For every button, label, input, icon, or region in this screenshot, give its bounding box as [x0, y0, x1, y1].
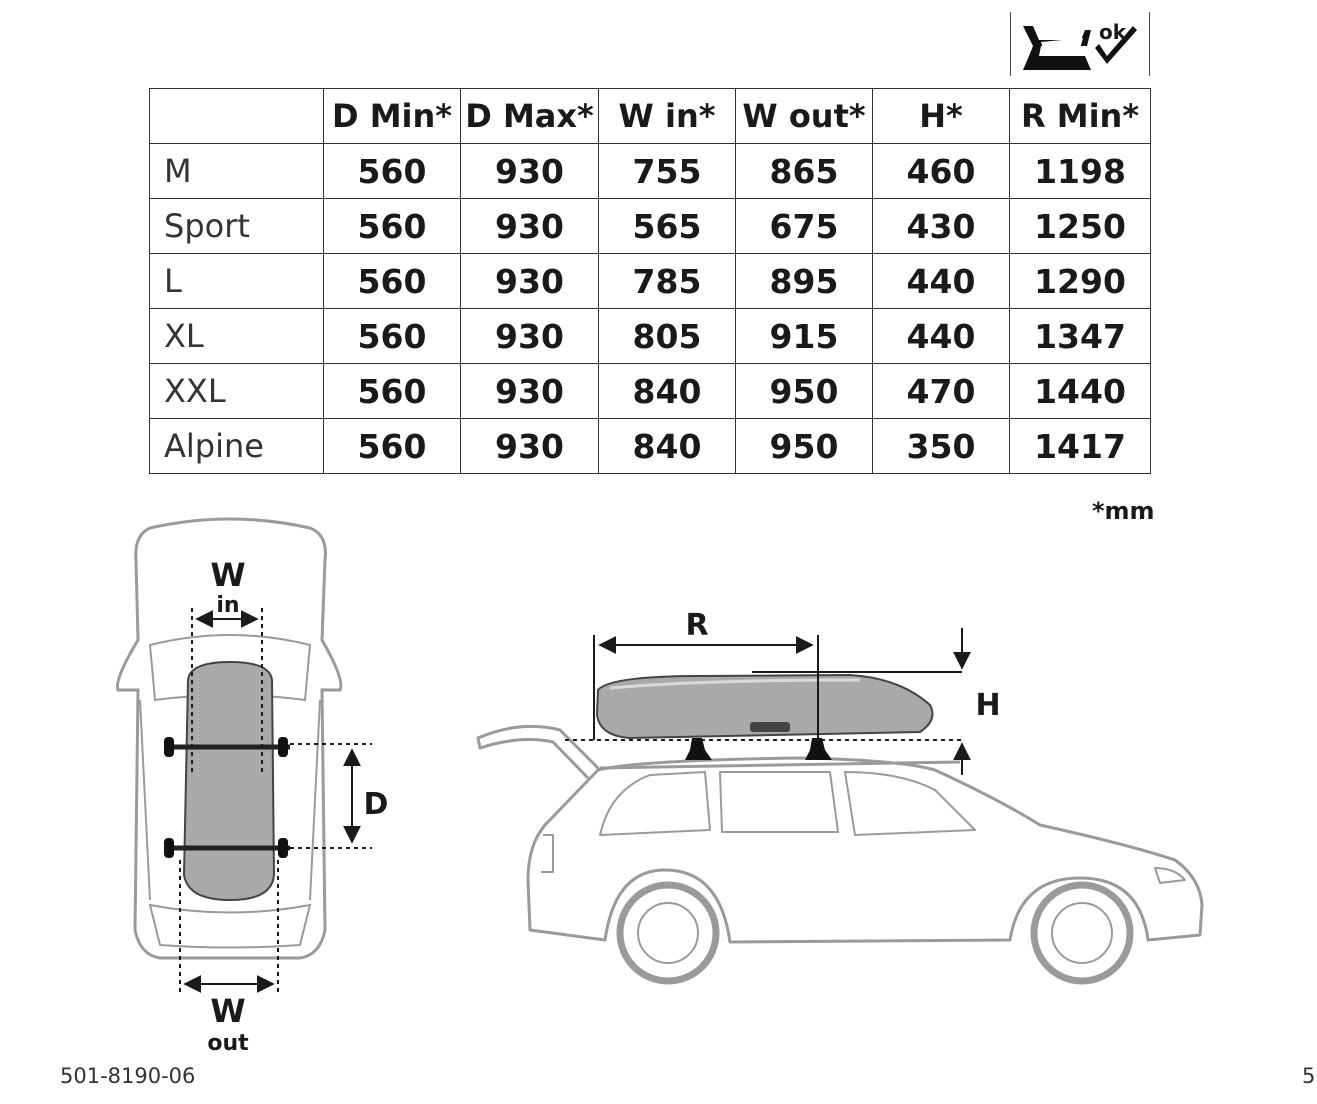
- w-out-sub: out: [207, 1031, 249, 1056]
- table-cell: 470: [872, 363, 1010, 419]
- roof-box-top-view: [164, 660, 290, 902]
- table-cell: 440: [872, 253, 1010, 309]
- table-cell: 1440: [1009, 363, 1151, 419]
- row-label: Alpine: [149, 418, 324, 474]
- table-cell: 565: [598, 198, 736, 254]
- document-number: 501-8190-06: [60, 1064, 196, 1088]
- table-cell: 930: [460, 363, 599, 419]
- table-cell: 675: [735, 198, 873, 254]
- header-cell: R Min*: [1009, 88, 1151, 144]
- header-cell: H*: [872, 88, 1010, 144]
- table-cell: 1198: [1009, 143, 1151, 199]
- table-cell: 1290: [1009, 253, 1151, 309]
- table-cell: 805: [598, 308, 736, 364]
- row-label: XXL: [149, 363, 324, 419]
- roof-box-side-view: [595, 673, 934, 760]
- header-cell: W in*: [598, 88, 736, 144]
- table-cell: 755: [598, 143, 736, 199]
- table-row: Alpine 560 930 840 950 350 1417: [149, 418, 1151, 474]
- row-label: L: [149, 253, 324, 309]
- table-cell: 865: [735, 143, 873, 199]
- r-label: R: [685, 608, 708, 643]
- table-cell: 1250: [1009, 198, 1151, 254]
- table-header-row: D Min* D Max* W in* W out* H* R Min*: [149, 88, 1151, 144]
- dimension-diagrams: W in W out D R H: [115, 517, 1204, 1056]
- h-label: H: [975, 688, 1000, 723]
- table-cell: 915: [735, 308, 873, 364]
- table-cell: 560: [323, 198, 461, 254]
- table-cell: 930: [460, 418, 599, 474]
- table-row: XXL 560 930 840 950 470 1440: [149, 363, 1151, 419]
- table-cell: 950: [735, 363, 873, 419]
- table-cell: 840: [598, 418, 736, 474]
- d-label: D: [364, 787, 389, 822]
- table-cell: 1417: [1009, 418, 1151, 474]
- header-cell: [149, 88, 324, 144]
- table-row: M 560 930 755 865 460 1198: [149, 143, 1151, 199]
- table-cell: 930: [460, 253, 599, 309]
- table-cell: 785: [598, 253, 736, 309]
- table-cell: 560: [323, 253, 461, 309]
- header-cell: D Max*: [460, 88, 599, 144]
- header-cell: W out*: [735, 88, 873, 144]
- table-row: XL 560 930 805 915 440 1347: [149, 308, 1151, 364]
- row-label: XL: [149, 308, 324, 364]
- table-cell: 560: [323, 418, 461, 474]
- header-cell: D Min*: [323, 88, 461, 144]
- fit-ok-badge: ok: [1010, 12, 1150, 76]
- row-label: M: [149, 143, 324, 199]
- table-cell: 560: [323, 143, 461, 199]
- w-in-sub: in: [216, 593, 239, 618]
- table-cell: 460: [872, 143, 1010, 199]
- table-cell: 930: [460, 143, 599, 199]
- top-view-dimension-lines: [179, 608, 372, 993]
- table-cell: 840: [598, 363, 736, 419]
- side-view-dimension-lines: [565, 628, 971, 775]
- w-in-letter: W: [210, 556, 245, 594]
- table-cell: 895: [735, 253, 873, 309]
- table-cell: 1347: [1009, 308, 1151, 364]
- table-row: Sport 560 930 565 675 430 1250: [149, 198, 1151, 254]
- row-label: Sport: [149, 198, 324, 254]
- table-cell: 930: [460, 308, 599, 364]
- table-cell: 560: [323, 308, 461, 364]
- table-cell: 930: [460, 198, 599, 254]
- w-out-letter: W: [210, 992, 245, 1030]
- page-number: 5: [1302, 1064, 1316, 1088]
- roof-rack-ok-icon: [1023, 26, 1137, 70]
- table-row: L 560 930 785 895 440 1290: [149, 253, 1151, 309]
- table-cell: 430: [872, 198, 1010, 254]
- unit-note: *mm: [1092, 497, 1155, 525]
- ok-label: ok: [1099, 20, 1127, 44]
- table-cell: 350: [872, 418, 1010, 474]
- table-cell: 560: [323, 363, 461, 419]
- table-cell: 950: [735, 418, 873, 474]
- table-cell: 440: [872, 308, 1010, 364]
- car-top-view: [115, 517, 343, 960]
- car-side-view: [476, 724, 1204, 985]
- dimensions-table: D Min* D Max* W in* W out* H* R Min* M 5…: [149, 88, 1151, 474]
